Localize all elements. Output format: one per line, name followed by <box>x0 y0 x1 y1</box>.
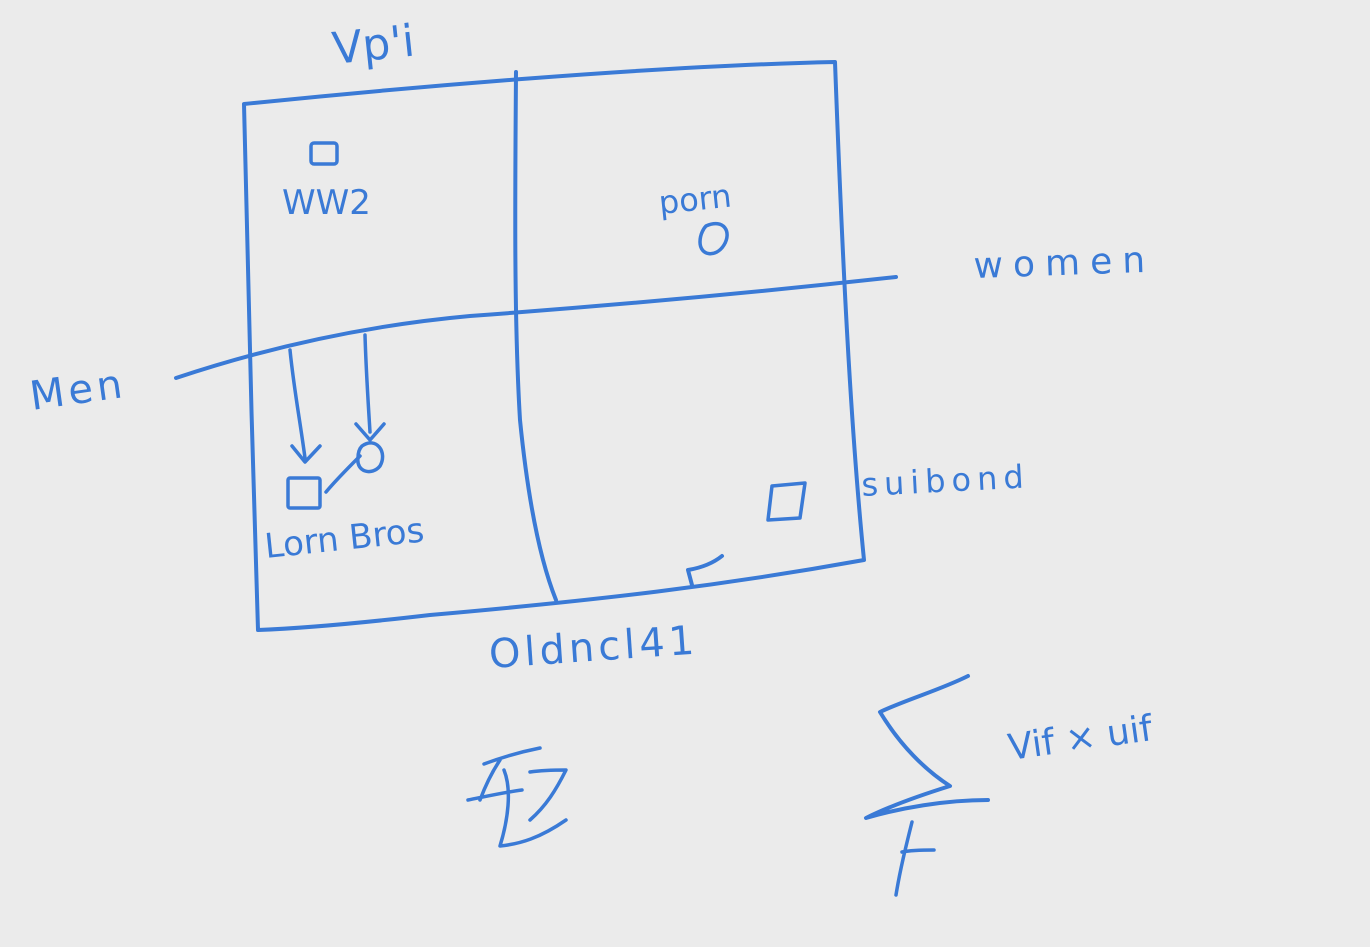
bottom-left-square-item <box>286 476 322 510</box>
label-bottom-left-cell: Lorn Bros <box>263 510 426 567</box>
summation-sign <box>864 674 990 820</box>
top-left-square-item <box>309 141 339 166</box>
outer-square <box>242 60 866 632</box>
formula-expression: Vif × uif <box>1006 708 1157 769</box>
top-right-circle-item <box>698 222 729 256</box>
vertical-divider <box>513 70 558 602</box>
summation-index-f <box>894 820 936 897</box>
bottom-squiggle <box>466 746 568 848</box>
label-right-axis: women <box>973 240 1156 287</box>
connector-stroke <box>324 454 362 494</box>
bottom-right-square-item <box>766 481 807 522</box>
label-top-right-cell: porn <box>657 177 733 222</box>
arrow-2 <box>354 333 386 442</box>
bottom-notch <box>686 554 724 587</box>
label-top: Vp'i <box>330 16 417 75</box>
bottom-left-circle-item <box>356 441 385 474</box>
label-bottom: Oldncl41 <box>487 617 699 677</box>
arrow-1 <box>288 348 322 464</box>
label-left-axis: Men <box>27 361 129 420</box>
horizontal-axis-line <box>174 275 898 380</box>
label-top-left-cell: WW2 <box>282 183 371 223</box>
label-right-cell: suibond <box>860 457 1030 504</box>
